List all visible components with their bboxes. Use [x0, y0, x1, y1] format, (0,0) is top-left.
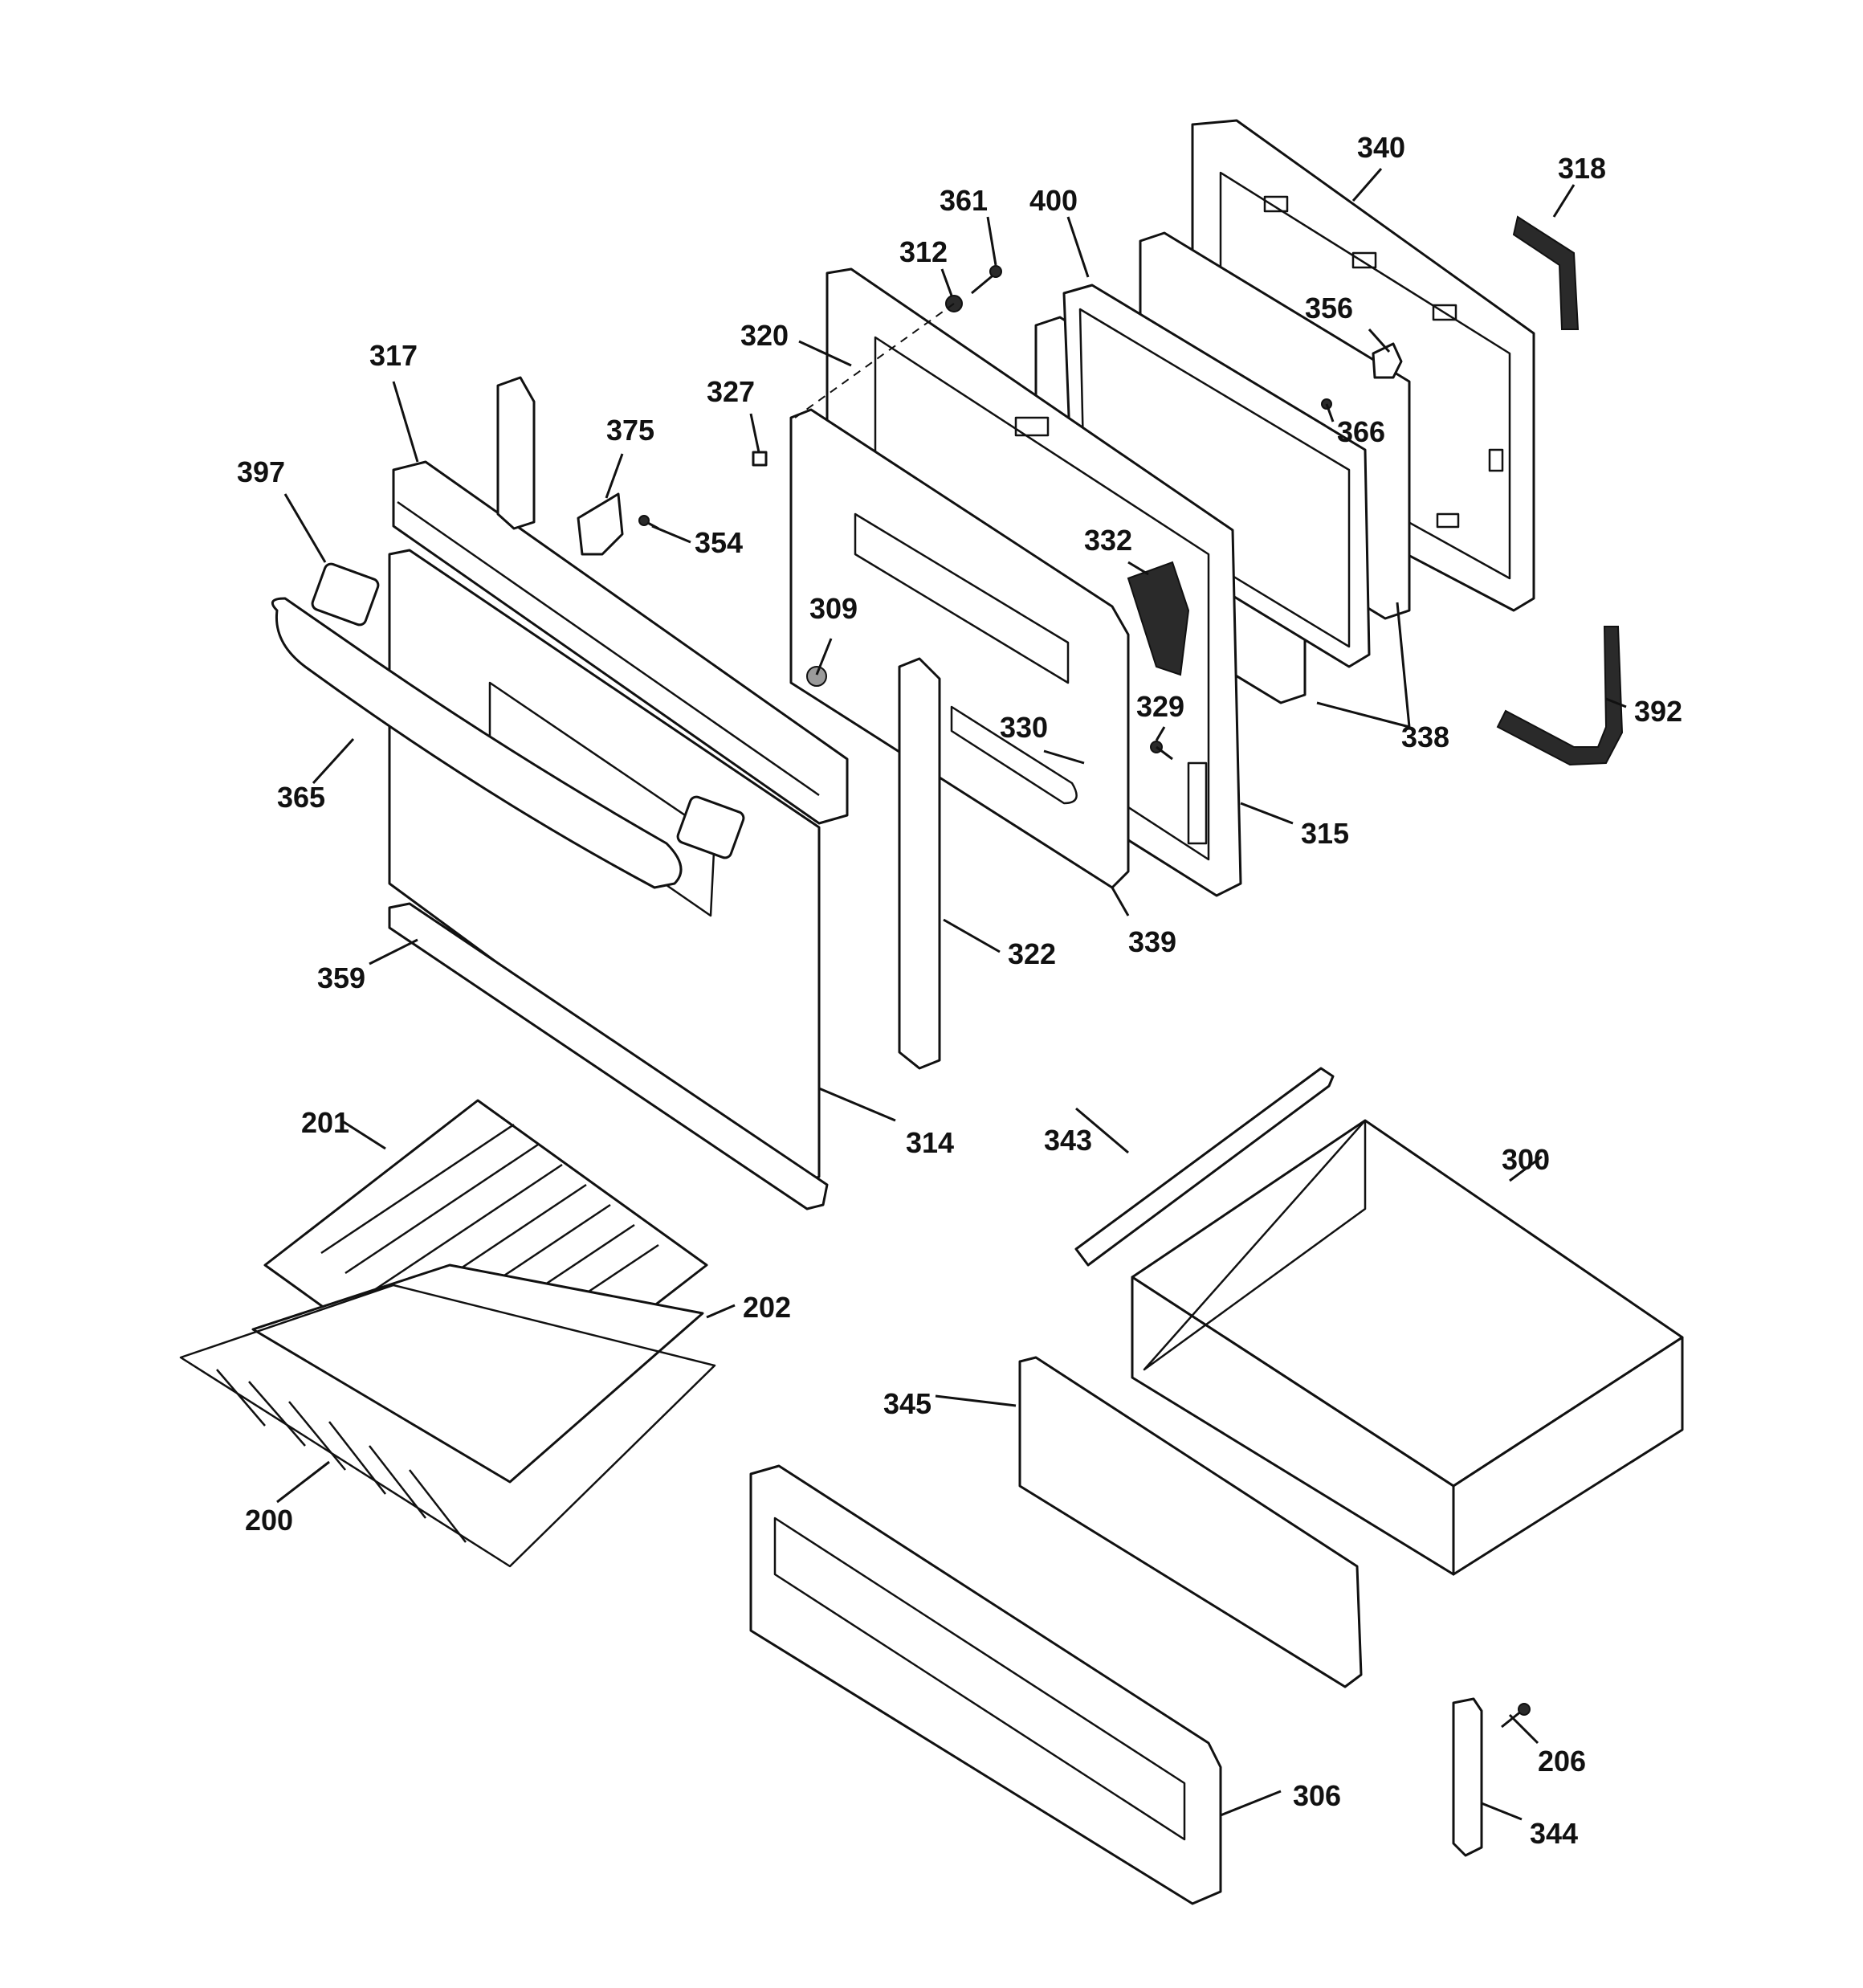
part-392-gasket [1496, 626, 1624, 766]
callout-343: 343 [1044, 1124, 1092, 1157]
part-332-hinge-block [1127, 561, 1190, 676]
part-356-bracket [1372, 342, 1403, 379]
callout-339: 339 [1128, 925, 1176, 958]
callout-202: 202 [743, 1291, 791, 1324]
callout-344: 344 [1530, 1817, 1578, 1850]
leader-lines [276, 168, 1627, 1821]
callout-356: 356 [1305, 292, 1353, 325]
callout-200: 200 [245, 1504, 293, 1537]
callout-312: 312 [899, 235, 948, 268]
callout-332: 332 [1084, 524, 1132, 557]
part-322-side-strip [898, 657, 941, 1070]
callout-206: 206 [1538, 1745, 1586, 1778]
callout-309: 309 [809, 592, 858, 625]
part-397-handle-end-cap [311, 562, 745, 859]
callout-359: 359 [317, 961, 365, 994]
part-329-screw [1150, 741, 1173, 761]
part-365-door-handle [271, 597, 683, 889]
part-306-drawer-front [749, 1464, 1222, 1905]
callout-314: 314 [906, 1126, 954, 1159]
part-327-clip [752, 451, 768, 467]
callout-354: 354 [695, 526, 743, 559]
callout-300: 300 [1502, 1143, 1550, 1176]
part-361-screw [971, 265, 1002, 295]
part-202-broiler-pan [251, 1263, 704, 1484]
part-317-vent-trim [392, 460, 849, 825]
callout-327: 327 [707, 375, 755, 408]
part-206-screw [1501, 1703, 1531, 1729]
part-300-drawer-body [1131, 1119, 1684, 1576]
part-344-drawer-slide [1452, 1697, 1483, 1857]
callout-329: 329 [1136, 690, 1184, 723]
callout-320: 320 [740, 319, 789, 352]
callout-340: 340 [1357, 131, 1405, 164]
part-339-inner-door-panel [789, 408, 1130, 889]
callout-375: 375 [606, 414, 654, 447]
callout-400: 400 [1029, 184, 1078, 217]
callout-317: 317 [369, 339, 418, 372]
callout-318: 318 [1558, 152, 1606, 185]
callout-366: 366 [1337, 415, 1385, 448]
callout-361: 361 [940, 184, 988, 217]
callout-322: 322 [1008, 937, 1056, 970]
callout-315: 315 [1301, 817, 1349, 850]
callout-201: 201 [301, 1106, 349, 1139]
callout-365: 365 [277, 781, 325, 814]
alignment-dashes [794, 303, 955, 418]
callout-397: 397 [237, 455, 285, 488]
part-359-door-bottom-trim [388, 902, 829, 1210]
callout-345: 345 [883, 1387, 932, 1420]
callout-392: 392 [1634, 695, 1682, 728]
part-309-grommet [806, 666, 827, 687]
part-200-oven-rack [179, 1284, 716, 1568]
callout-338: 338 [1401, 720, 1449, 753]
part-375-bracket [577, 492, 624, 556]
callout-306: 306 [1293, 1779, 1341, 1812]
callout-labels: 340 318 361 400 312 356 320 366 317 327 … [237, 131, 1682, 1850]
part-door-vertical-strip [496, 376, 536, 530]
part-318-gasket [1512, 215, 1580, 330]
callout-330: 330 [1000, 711, 1048, 744]
part-345-drawer-front-inner [1018, 1356, 1363, 1688]
part-343-drawer-rail [1074, 1067, 1335, 1267]
